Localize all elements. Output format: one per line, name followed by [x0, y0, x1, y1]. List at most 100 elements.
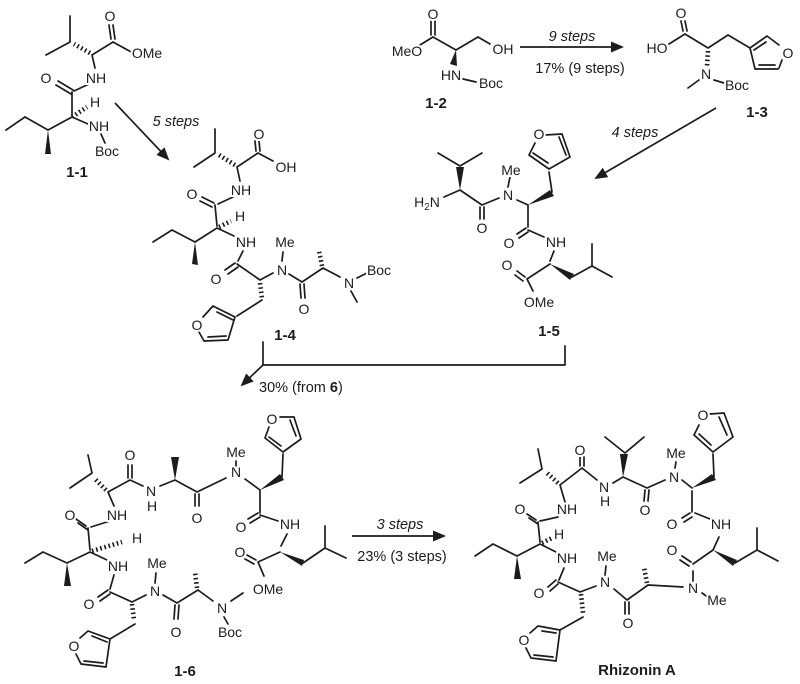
- me-label: Me: [501, 162, 521, 178]
- nh-label: NH: [108, 558, 128, 574]
- arrow-label: 4 steps: [612, 125, 659, 141]
- hash-bond: [540, 535, 554, 546]
- hash-bond: [129, 603, 137, 621]
- boc-label: Boc: [725, 77, 749, 93]
- wedge-bond: [550, 264, 574, 280]
- boc-label: Boc: [218, 624, 242, 640]
- meo-label: MeO: [392, 43, 422, 59]
- oh-label: OH: [493, 41, 514, 57]
- arrow-4-steps: 4 steps: [594, 107, 717, 180]
- compound-1-3: O HO N Boc O 1-3: [645, 3, 796, 123]
- reaction-arrow: [240, 364, 264, 387]
- furan-o-label: O: [519, 632, 530, 648]
- n-label: N: [669, 469, 679, 485]
- arrow-yield: 23% (3 steps): [357, 549, 446, 565]
- carbonyl-o-label: O: [41, 70, 52, 86]
- arrow-3-steps: 3 steps 23% (3 steps): [352, 515, 449, 567]
- h-label: H: [600, 493, 610, 509]
- compound-1-6: O N H NH O H NH O Me N O O N Boc O Me N …: [24, 409, 347, 682]
- carbonyl-o-label: O: [575, 442, 586, 458]
- nh-label: NH: [280, 516, 300, 532]
- boc-label: Boc: [479, 75, 503, 91]
- bond-skeleton: [437, 133, 613, 292]
- wedge-bond: [64, 563, 71, 586]
- carbonyl-o-label: O: [515, 501, 526, 517]
- n-label: N: [231, 464, 241, 480]
- bracket-line: [262, 341, 566, 366]
- hash-bond: [192, 571, 200, 589]
- compound-1-1: O OMe NH O H NH Boc 1-1: [5, 6, 164, 183]
- wedge-bond: [171, 457, 179, 480]
- hash-bond: [70, 105, 89, 119]
- compound-1-2: MeO O OH HN Boc 1-2: [390, 4, 516, 114]
- furan-o-label: O: [267, 411, 278, 427]
- bond-skeleton: [5, 15, 134, 144]
- compound-1-5: H2N O Me N O O NH O OMe 1-5: [412, 124, 613, 342]
- wedge-bond: [620, 454, 628, 477]
- n-label: N: [146, 483, 156, 499]
- hash-bond: [545, 471, 560, 485]
- nh-label: NH: [546, 234, 566, 250]
- wedge-bond: [260, 474, 284, 490]
- bond-skeleton: [419, 20, 491, 83]
- arrow-yield: 30% (from 6): [259, 380, 343, 396]
- hn-label: HN: [441, 67, 461, 83]
- carbonyl-o-label: O: [125, 447, 136, 463]
- hash-bond: [316, 250, 325, 267]
- carbonyl-o-label: O: [236, 519, 247, 535]
- n-label: N: [599, 479, 609, 495]
- furan-o-label: O: [192, 317, 203, 333]
- carbonyl-o-label: O: [65, 507, 76, 523]
- arrow-9-steps: 9 steps 17% (9 steps): [520, 27, 627, 79]
- h2n-label: H2N: [414, 194, 440, 213]
- me-label: Me: [597, 548, 617, 564]
- hash-bond: [91, 539, 123, 554]
- compound-label-1-6: 1-6: [174, 663, 196, 680]
- n-label: N: [217, 600, 227, 616]
- me-label: Me: [147, 555, 167, 571]
- carbonyl-o-label: O: [299, 301, 310, 317]
- ome-label: OMe: [524, 294, 555, 310]
- boc-label: Boc: [367, 262, 391, 278]
- hash-bond: [641, 566, 650, 584]
- nh-label: NH: [711, 516, 731, 532]
- n-label: N: [688, 580, 698, 596]
- carbonyl-o-label: O: [676, 5, 687, 21]
- arrow-label: 9 steps: [549, 29, 596, 45]
- compound-rhizonin-a: O N H NH O H NH O Me N O O N Me O NH O M…: [474, 405, 779, 681]
- carbonyl-o-label: O: [504, 235, 515, 251]
- carbonyl-o-label: O: [211, 271, 222, 287]
- wedge-bond: [456, 167, 464, 190]
- compound-label-1-1: 1-1: [66, 164, 88, 181]
- nh-label: NH: [86, 70, 106, 86]
- bond-skeleton: [668, 20, 783, 89]
- hash-bond: [72, 41, 92, 56]
- h-label: H: [554, 526, 564, 542]
- n-label: N: [344, 275, 354, 291]
- nh-label: NH: [557, 550, 577, 566]
- carbonyl-o-label: O: [171, 624, 182, 640]
- carbonyl-o-label: O: [254, 126, 265, 142]
- carbonyl-o-label: O: [192, 510, 203, 526]
- h-label: H: [132, 530, 142, 546]
- hash-bond: [578, 593, 586, 614]
- arrow-5-steps: 5 steps: [114, 102, 201, 161]
- carbonyl-o-label: O: [428, 6, 439, 22]
- furan-o-label: O: [534, 126, 545, 142]
- compound-label-1-5: 1-5: [538, 323, 560, 340]
- nh-label: NH: [236, 234, 256, 250]
- arrow-convergent: 30% (from 6): [240, 341, 566, 398]
- h-label: H: [235, 208, 245, 224]
- carbonyl-o-label: O: [667, 542, 678, 558]
- wedge-bond: [528, 190, 554, 205]
- carbonyl-o-label: O: [105, 8, 116, 24]
- h-label: H: [147, 498, 157, 514]
- ome-label: OMe: [132, 45, 163, 61]
- compound-label-1-3: 1-3: [746, 104, 768, 121]
- wedge-bond: [692, 474, 716, 488]
- ester-o-label: O: [235, 544, 246, 560]
- ester-o-label: O: [502, 257, 513, 273]
- furan-o-label: O: [69, 638, 80, 654]
- carbonyl-o-label: O: [667, 516, 678, 532]
